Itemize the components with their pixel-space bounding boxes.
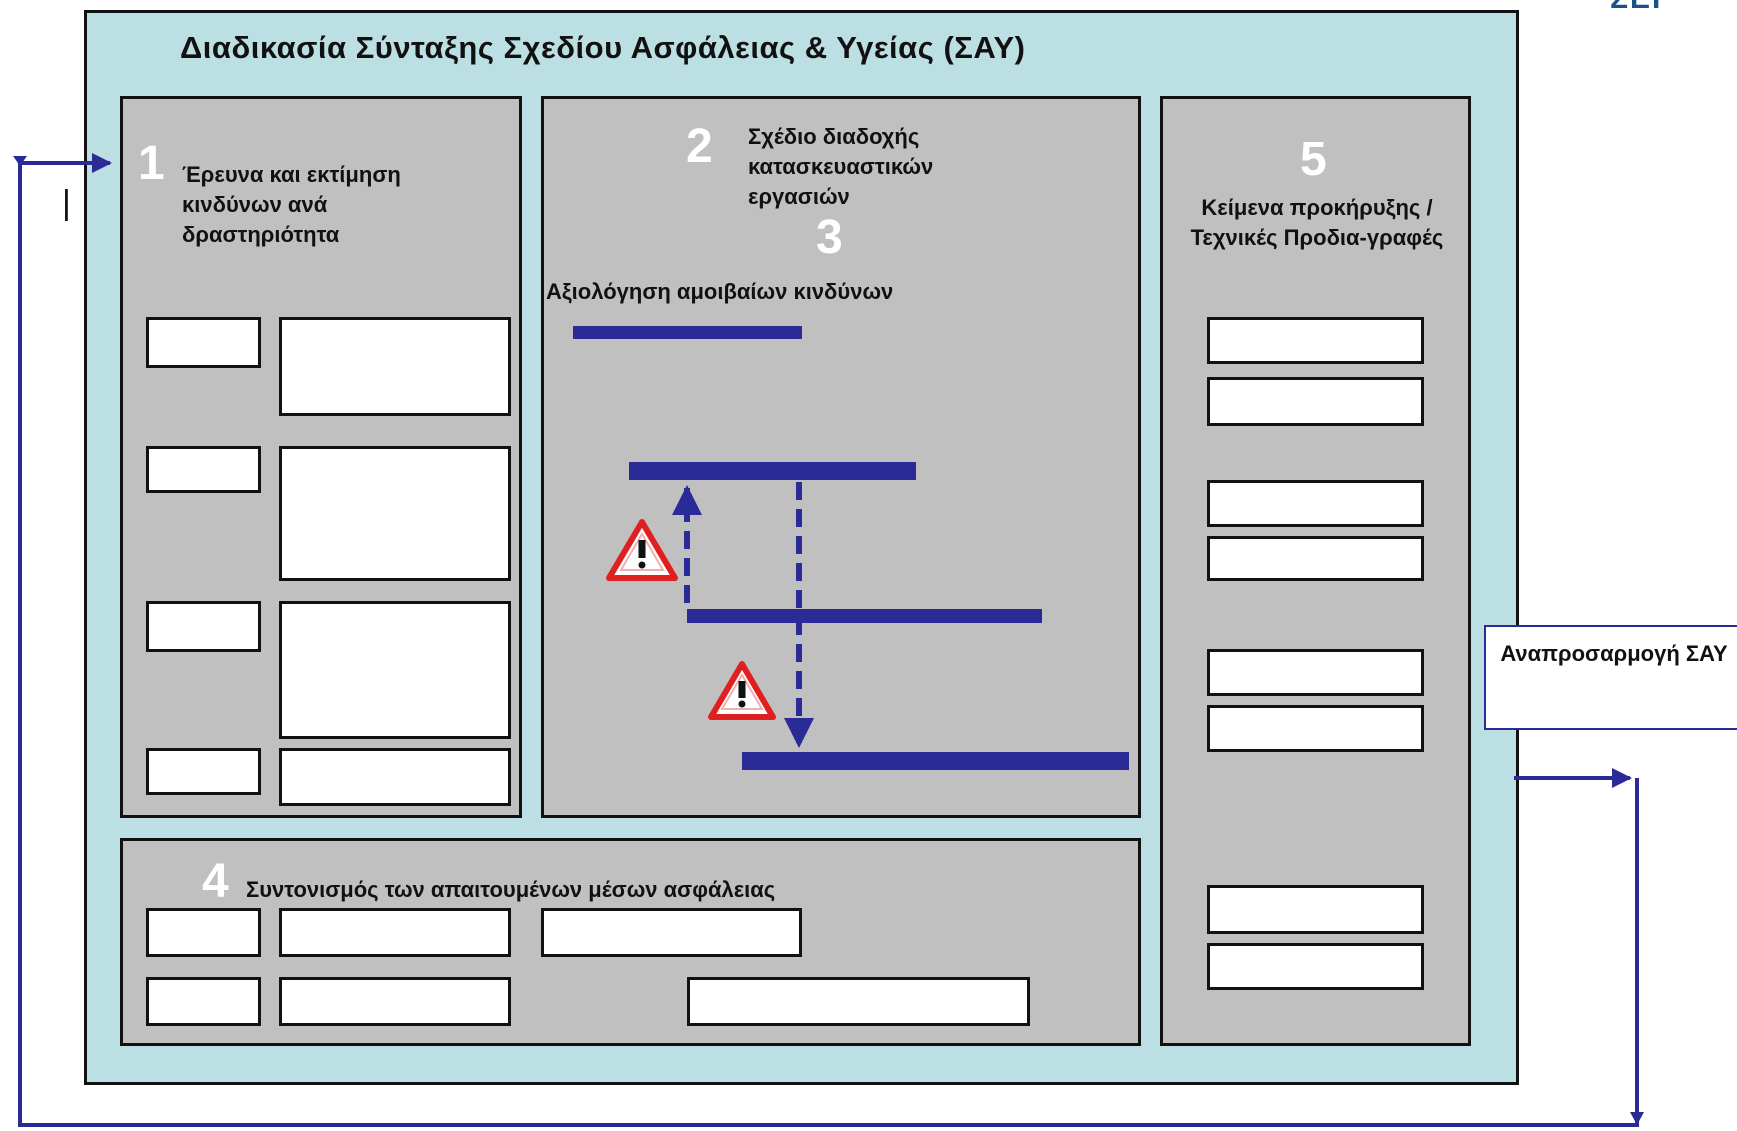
panel4-box (146, 908, 261, 957)
panel1-label: Έρευνα και εκτίμηση κινδύνων ανά δραστηρ… (182, 162, 401, 247)
sequence-bar (687, 609, 1042, 623)
panel5-number: 5 (1300, 133, 1327, 186)
panel5-box (1207, 480, 1424, 527)
panel3-number: 3 (816, 211, 843, 264)
panel5-box (1207, 377, 1424, 426)
warning-triangle-icon (708, 661, 776, 720)
panel-work-sequence (541, 96, 1141, 818)
sequence-bar (573, 326, 802, 339)
panel1-number: 1 (138, 137, 165, 190)
feedback-loop-connector (13, 153, 1644, 1127)
panel1-box (146, 317, 261, 368)
panel1-box (279, 446, 511, 581)
panel1-box (279, 748, 511, 806)
panel5-box (1207, 649, 1424, 696)
panel3-label: Αξιολόγηση αμοιβαίων κινδύνων (546, 279, 894, 304)
panel5-box (1207, 885, 1424, 934)
sequence-bar (742, 752, 1129, 770)
update-plan-box: Αναπροσαρμογή ΣΑΥ (1484, 625, 1737, 730)
panel4-box (279, 977, 511, 1026)
panel5-label: Κείμενα προκήρυξης / Τεχνικές Προδια-γρα… (1190, 195, 1444, 250)
panel5-box (1207, 536, 1424, 581)
logo-fragment: ΣΕΓ (1610, 0, 1672, 16)
panel1-box (146, 601, 261, 652)
panel5-box (1207, 705, 1424, 752)
panel5-box (1207, 317, 1424, 364)
panel1-box (279, 317, 511, 416)
side-mark: | (62, 184, 71, 222)
panel2-label: Σχέδιο διαδοχής κατασκευαστικών εργασιών (748, 124, 934, 209)
panel4-number: 4 (202, 855, 229, 908)
panel1-box (279, 601, 511, 739)
panel2-number: 2 (686, 120, 713, 173)
sequence-bar (629, 462, 916, 480)
panel5-box (1207, 943, 1424, 990)
panel4-box (279, 908, 511, 957)
warning-triangle-icon (606, 519, 678, 581)
panel4-box (541, 908, 802, 957)
panel4-label: Συντονισμός των απαιτουμένων μέσων ασφάλ… (246, 877, 776, 902)
panel4-box (146, 977, 261, 1026)
diagram-title: Διαδικασία Σύνταξης Σχεδίου Ασφάλειας & … (180, 30, 1026, 65)
panel4-box (687, 977, 1030, 1026)
panel1-box (146, 748, 261, 795)
panel1-box (146, 446, 261, 493)
